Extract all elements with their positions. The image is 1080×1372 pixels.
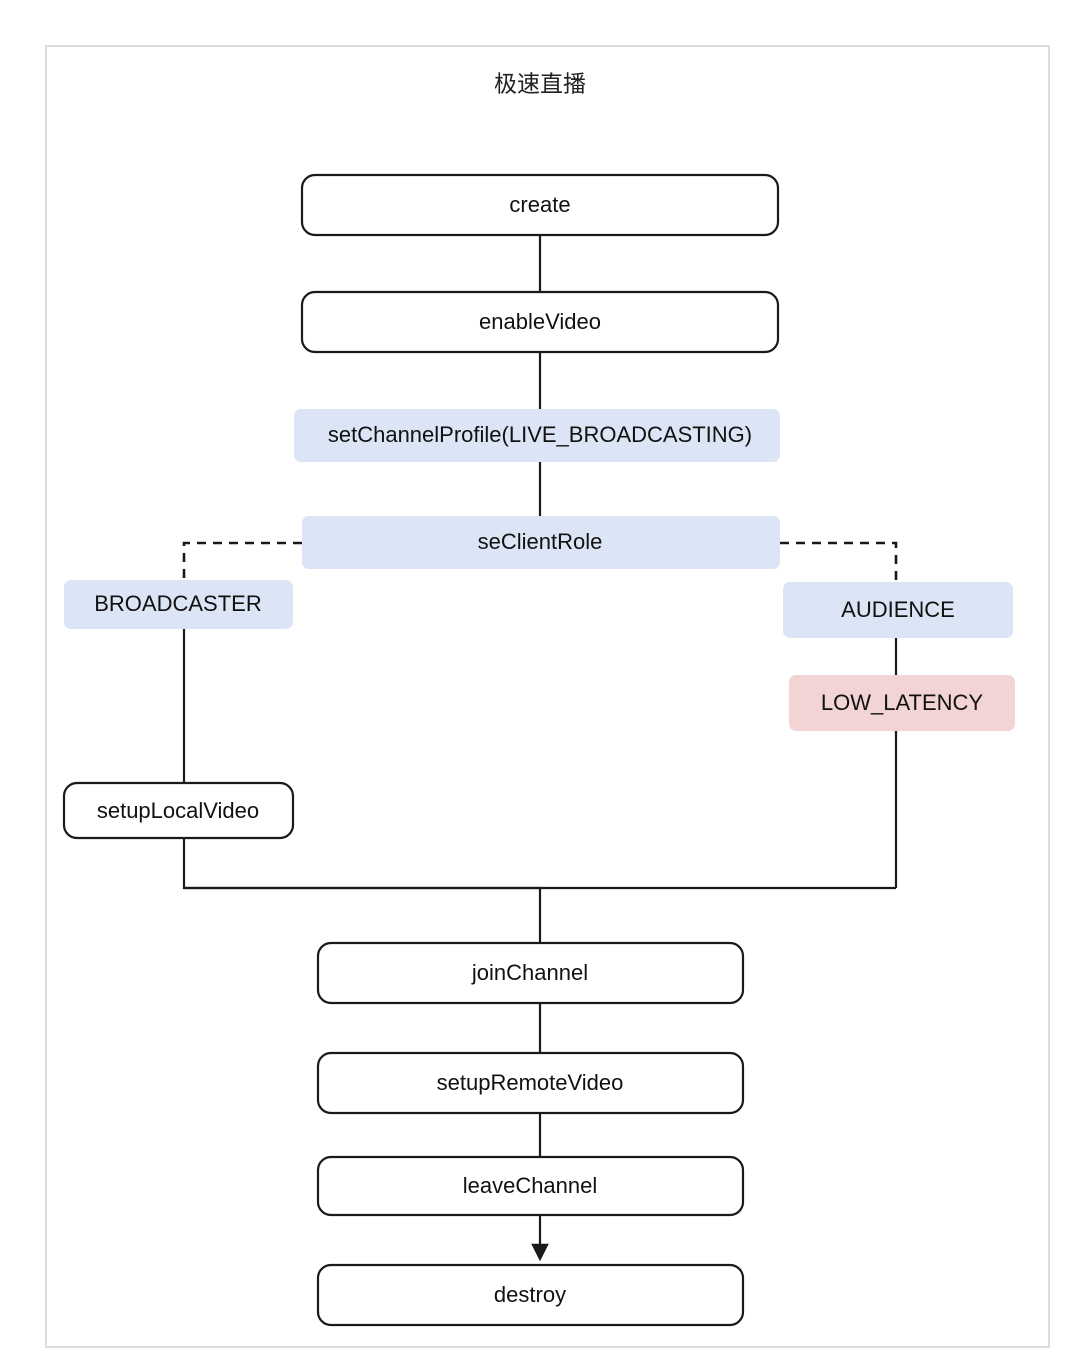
node-lowlatency-box[interactable] (789, 675, 1015, 731)
node-lowlatency-label: LOW_LATENCY (821, 690, 984, 715)
node-leavechannel[interactable]: leaveChannel (316, 1155, 745, 1217)
node-seclientrole-label: seClientRole (478, 529, 603, 554)
node-setuplocalvideo-label: setupLocalVideo (97, 798, 259, 823)
node-create[interactable]: create (300, 173, 780, 237)
edge-layer (182, 235, 898, 1262)
node-broadcaster-label: BROADCASTER (94, 591, 261, 616)
node-joinchannel-box[interactable] (316, 941, 745, 1005)
node-destroy-label: destroy (494, 1282, 566, 1307)
node-leavechannel-label: leaveChannel (463, 1173, 598, 1198)
node-leavechannel-box[interactable] (316, 1155, 745, 1217)
diagram-title: 极速直播 (494, 72, 586, 98)
node-setuplocalvideo-box[interactable] (62, 781, 295, 840)
node-destroy-box[interactable] (316, 1263, 745, 1327)
node-enablevideo[interactable]: enableVideo (300, 290, 780, 354)
node-setupremotevideo-box[interactable] (316, 1051, 745, 1115)
node-audience-label: AUDIENCE (841, 597, 955, 622)
node-setupremotevideo[interactable]: setupRemoteVideo (316, 1051, 745, 1115)
edge-seclientrole-to-audience (780, 541, 898, 583)
edge-seclientrole-to-broadcaster (182, 541, 302, 581)
node-setupremotevideo-label: setupRemoteVideo (437, 1070, 624, 1095)
node-audience-box[interactable] (783, 582, 1013, 638)
node-broadcaster[interactable]: BROADCASTER (64, 580, 293, 629)
edge-setuplocalvideo-to-joinchannel (182, 838, 542, 943)
node-create-label: create (509, 192, 570, 217)
node-lowlatency[interactable]: LOW_LATENCY (789, 675, 1015, 731)
node-seclientrole-box[interactable] (302, 516, 780, 569)
node-setchannelprofile-box[interactable] (294, 409, 780, 462)
node-enablevideo-box[interactable] (300, 290, 780, 354)
node-setuplocalvideo[interactable]: setupLocalVideo (62, 781, 295, 840)
node-setchannelprofile[interactable]: setChannelProfile(LIVE_BROADCASTING) (294, 409, 780, 462)
node-destroy[interactable]: destroy (316, 1263, 745, 1327)
node-seclientrole[interactable]: seClientRole (302, 516, 780, 569)
node-create-box[interactable] (300, 173, 780, 237)
node-audience[interactable]: AUDIENCE (783, 582, 1013, 638)
node-broadcaster-box[interactable] (64, 580, 293, 629)
node-setchannelprofile-label: setChannelProfile(LIVE_BROADCASTING) (328, 422, 752, 447)
node-joinchannel-label: joinChannel (471, 960, 588, 985)
node-joinchannel[interactable]: joinChannel (316, 941, 745, 1005)
node-enablevideo-label: enableVideo (479, 309, 601, 334)
